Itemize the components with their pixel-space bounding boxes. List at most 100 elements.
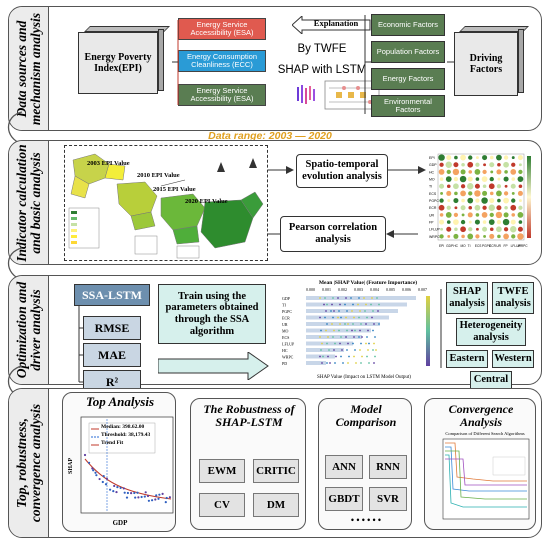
- shap-dot: [373, 362, 375, 364]
- corr-cell: [517, 212, 524, 218]
- shap-feature-label: ECR: [282, 316, 290, 321]
- shap-dot: [345, 297, 347, 299]
- corr-cell: [452, 168, 460, 176]
- shap-dot: [340, 355, 342, 358]
- shap-dot: [371, 316, 373, 319]
- corr-row-label: UR: [429, 213, 435, 217]
- top-dot: [102, 475, 105, 478]
- corr-cell: [496, 205, 502, 211]
- corr-cell: [474, 219, 480, 225]
- shap-dot: [326, 323, 328, 325]
- shap-dot: [368, 342, 370, 345]
- corr-cell: [517, 233, 524, 240]
- corr-cell: [461, 234, 465, 239]
- shap-dot: [331, 323, 333, 325]
- right-group-lines: [440, 289, 442, 368]
- top-dot: [146, 494, 150, 498]
- shap-dot: [335, 355, 337, 358]
- corr-cell: [510, 204, 517, 211]
- driving-factors-box: Driving Factors: [454, 26, 529, 96]
- shap-bar: [306, 348, 344, 352]
- shap-dot: [358, 316, 360, 319]
- corr-cell: [460, 169, 466, 175]
- top-dot: [130, 492, 133, 495]
- shap-dot: [363, 297, 365, 299]
- corr-cell: [482, 205, 487, 210]
- rnn-box: RNN: [369, 455, 407, 479]
- corr-cell: [445, 176, 452, 182]
- shap-dot: [326, 362, 328, 364]
- top-dot: [98, 477, 101, 481]
- gbdt-box: GBDT: [325, 487, 363, 511]
- top-ylabel: SHAP: [68, 457, 75, 475]
- legend-median: Median: 398.62.00: [101, 424, 145, 430]
- shap-dot: [334, 362, 336, 364]
- shap-bar: [306, 302, 407, 307]
- top-analysis-card: Top Analysis Median: 398.62.00 Threshold…: [62, 392, 176, 532]
- corr-col-label: MO: [461, 244, 467, 248]
- corr-cell: [482, 155, 488, 161]
- top-analysis-title: Top Analysis: [85, 394, 155, 409]
- corr-cell: [460, 226, 466, 233]
- shap-dot: [367, 329, 369, 332]
- corr-col-label: PGPC: [482, 244, 492, 248]
- shap-dot: [353, 355, 355, 358]
- shap-dot: [321, 362, 323, 364]
- shap-dot: [374, 355, 376, 358]
- corr-cell: [489, 176, 494, 182]
- shap-dot: [326, 303, 328, 306]
- shap-dot: [338, 310, 340, 312]
- row1-arrows: [172, 15, 454, 114]
- shap-dot: [353, 316, 355, 319]
- corr-cell: [446, 226, 452, 232]
- corr-cell: [518, 220, 523, 224]
- corr-cell: [468, 205, 473, 210]
- corr-row-label: PGPC: [429, 199, 439, 203]
- sidebar: Data sources and mechanism analysis: [9, 7, 49, 130]
- shap-dot: [322, 355, 324, 358]
- map-label-2003: 2003 EPI Value: [87, 160, 130, 167]
- corr-cell: [489, 227, 494, 232]
- convergence-card: Convergence Analysis Comparison of Diffe…: [424, 398, 536, 530]
- shap-dot: [324, 297, 326, 299]
- corr-row-label: LFLUP: [429, 228, 441, 232]
- ssa-lstm-box: SSA-LSTM: [74, 284, 150, 306]
- shap-dot: [353, 336, 355, 338]
- corr-cell: [489, 212, 494, 218]
- corr-cell: [510, 226, 517, 233]
- shap-dot: [373, 342, 375, 345]
- corr-col-label: UR: [496, 244, 501, 248]
- shap-dot: [327, 355, 329, 358]
- corr-cell: [440, 227, 444, 231]
- corr-col-label: LFLUP: [511, 244, 521, 248]
- top-dot: [92, 469, 95, 472]
- corr-cell: [496, 154, 502, 161]
- corr-cell: [488, 204, 495, 211]
- shap-dot: [372, 329, 374, 332]
- shap-dot: [352, 303, 354, 306]
- corr-cell: [511, 234, 516, 239]
- rmse-box: RMSE: [83, 316, 141, 340]
- corr-cell: [481, 176, 488, 182]
- corr-row-label: TI: [429, 185, 432, 189]
- population-factors-box: Population Factors: [371, 41, 445, 63]
- corr-cell: [503, 197, 509, 204]
- corr-cell: [518, 184, 523, 189]
- corr-cell: [503, 212, 509, 218]
- ewm-box: EWM: [199, 459, 245, 483]
- shap-bar: [306, 361, 326, 365]
- more-dots: • • • • • •: [350, 515, 382, 525]
- corr-cell: [454, 191, 458, 196]
- corr-row-label: FP: [429, 221, 434, 225]
- shap-tick: 0.006: [402, 287, 411, 292]
- shap-bar: [306, 341, 353, 346]
- corr-cell: [446, 184, 451, 189]
- corr-cell: [503, 227, 509, 232]
- shap-lstm-label: SHAP with LSTM: [277, 64, 367, 76]
- corr-cell: [496, 226, 502, 233]
- shap-dot: [355, 362, 357, 364]
- corr-cell: [461, 213, 465, 217]
- shap-feature-label: MO: [282, 329, 289, 334]
- corr-cell: [474, 190, 481, 197]
- top-xlabel: GDP: [112, 519, 128, 527]
